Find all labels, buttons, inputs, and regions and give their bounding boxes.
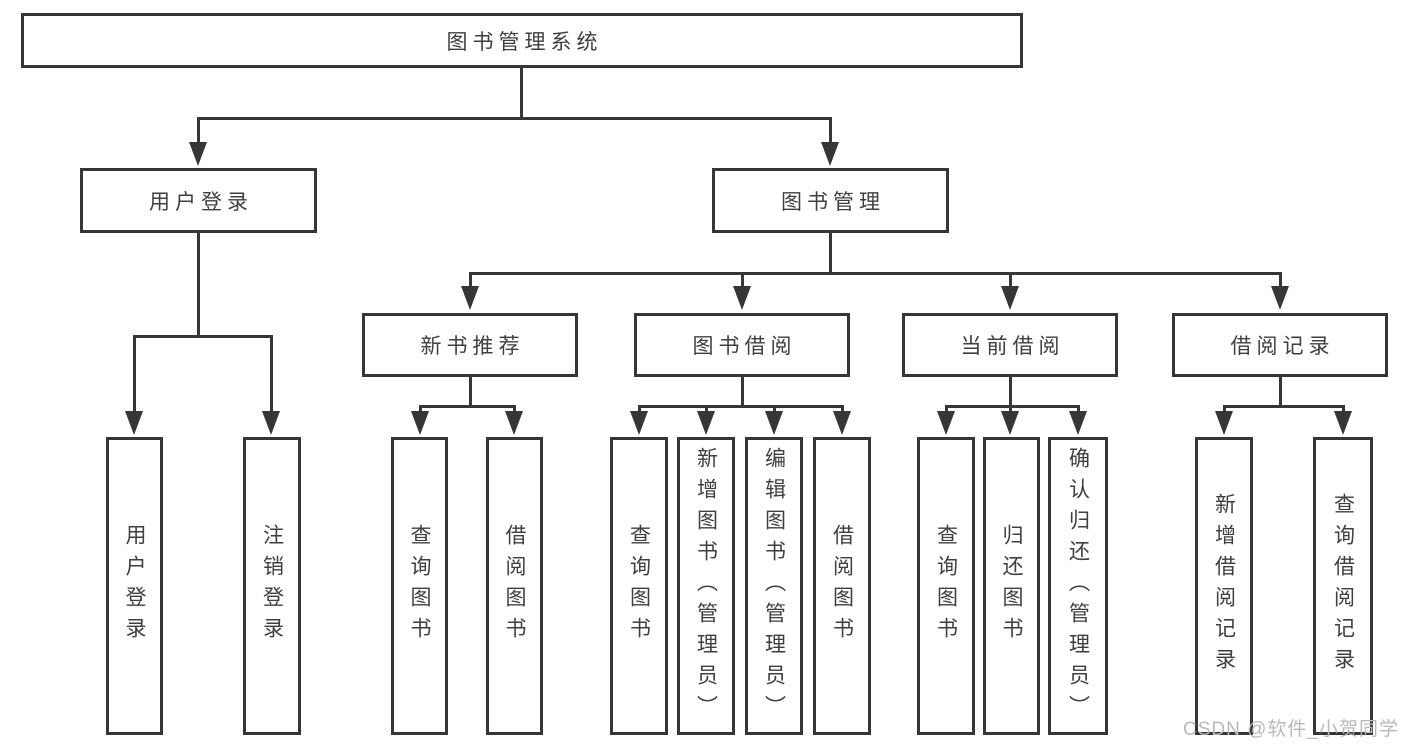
connector-vline (1008, 377, 1012, 408)
arrow-down-icon (821, 142, 839, 166)
arrow-tail (1278, 272, 1282, 290)
node-logout: 注销登录 (243, 437, 301, 735)
connector-vline (740, 377, 744, 408)
arrow-down-icon (505, 411, 523, 435)
node-query-book-3: 查询图书 (917, 437, 975, 735)
arrow-down-icon (262, 411, 280, 435)
connector-bar (639, 405, 844, 408)
arrow-tail (418, 405, 422, 415)
arrow-tail (944, 405, 948, 415)
node-book-management: 图书管理 (712, 168, 949, 233)
node-edit-book-admin: 编辑图书（管理员） (745, 437, 803, 735)
arrow-down-icon (1334, 411, 1352, 435)
arrow-tail (196, 117, 200, 146)
node-user-login: 用户登录 (80, 168, 317, 233)
node-new-book-recommend: 新书推荐 (362, 313, 578, 377)
arrow-tail (740, 272, 744, 290)
node-borrow-book-2: 借阅图书 (813, 437, 871, 735)
arrow-tail (512, 405, 516, 415)
node-query-borrow-record: 查询借阅记录 (1313, 437, 1373, 735)
node-query-book-2: 查询图书 (610, 437, 668, 735)
node-library-system: 图书管理系统 (21, 13, 1023, 68)
node-current-borrow: 当前借阅 (902, 313, 1118, 377)
node-confirm-return-admin: 确认归还（管理员） (1048, 437, 1108, 735)
arrow-down-icon (697, 411, 715, 435)
arrow-tail (637, 405, 641, 415)
arrow-tail (704, 405, 708, 415)
connector-bar (133, 335, 273, 338)
arrow-tail (1076, 405, 1080, 415)
connector-bar (470, 272, 1282, 275)
connector-vline (468, 377, 472, 408)
arrow-down-icon (1001, 286, 1019, 310)
connector-vline (519, 68, 523, 120)
node-return-book: 归还图书 (983, 437, 1040, 735)
arrow-down-icon (461, 286, 479, 310)
arrow-tail (1008, 405, 1012, 415)
arrow-down-icon (1001, 411, 1019, 435)
arrow-tail (1341, 405, 1345, 415)
arrow-down-icon (630, 411, 648, 435)
arrow-down-icon (1215, 411, 1233, 435)
node-book-borrow: 图书借阅 (634, 313, 850, 377)
node-borrow-records: 借阅记录 (1172, 313, 1388, 377)
arrow-tail (269, 335, 273, 415)
connector-bar (197, 117, 832, 120)
arrow-down-icon (937, 411, 955, 435)
arrow-down-icon (765, 411, 783, 435)
arrow-tail (132, 335, 136, 415)
node-login: 用户登录 (106, 437, 163, 735)
connector-bar (946, 405, 1079, 408)
node-add-book-admin: 新增图书（管理员） (677, 437, 735, 735)
arrow-down-icon (1271, 286, 1289, 310)
arrow-down-icon (733, 286, 751, 310)
node-borrow-book-1: 借阅图书 (486, 437, 543, 735)
connector-vline (828, 233, 832, 275)
node-query-book-1: 查询图书 (391, 437, 448, 735)
arrow-down-icon (411, 411, 429, 435)
node-add-borrow-record: 新增借阅记录 (1195, 437, 1253, 735)
arrow-tail (828, 117, 832, 146)
arrow-down-icon (1069, 411, 1087, 435)
arrow-tail (840, 405, 844, 415)
arrow-down-icon (125, 411, 143, 435)
connector-vline (196, 233, 200, 338)
arrow-tail (468, 272, 472, 290)
csdn-watermark: CSDN @软件_小贺同学 (1183, 719, 1399, 740)
arrow-tail (772, 405, 776, 415)
arrow-tail (1222, 405, 1226, 415)
connector-bar (1224, 405, 1345, 408)
connector-vline (1278, 377, 1282, 408)
arrow-tail (1008, 272, 1012, 290)
connector-bar (420, 405, 516, 408)
arrow-down-icon (189, 142, 207, 166)
arrow-down-icon (833, 411, 851, 435)
